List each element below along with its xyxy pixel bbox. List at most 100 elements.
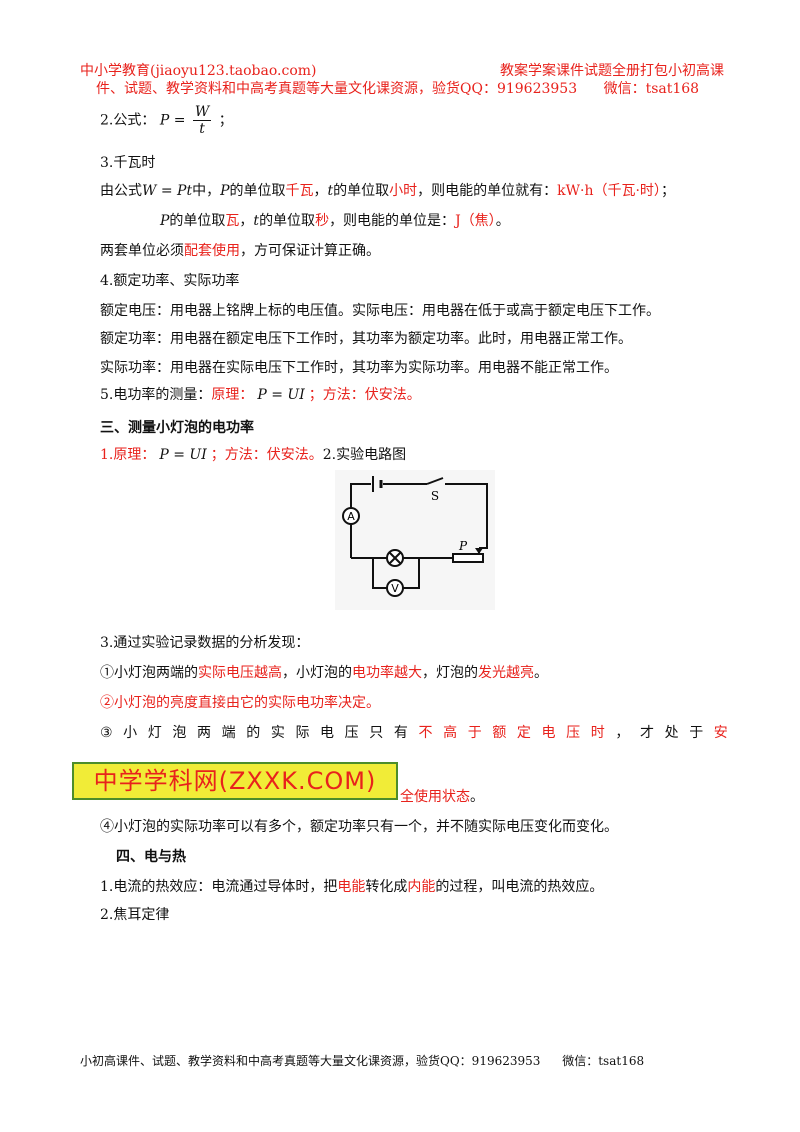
y2: 实际电压越高 (198, 665, 282, 681)
kwh-line2: P的单位取瓦，t的单位取秒，则电能的单位是：J（焦）。 (160, 212, 510, 230)
a3-red-char: 于 (467, 725, 482, 741)
u1: P (160, 213, 170, 229)
section4-line1: 1.电流的热效应：电流通过导体时，把电能转化成内能的过程，叫电流的热效应。 (100, 878, 603, 896)
s4: 内能 (407, 879, 436, 895)
switch-label: S (431, 489, 439, 503)
a3-red-char: 压 (566, 725, 581, 741)
a3-char: ③ (100, 725, 113, 741)
ammeter-circle (342, 507, 360, 525)
analysis-4: ④小灯泡的实际功率可以有多个，额定功率只有一个，并不随实际电压变化而变化。 (100, 819, 618, 835)
t4: P (220, 183, 230, 199)
a3-char: 有 (393, 725, 408, 741)
formula-tail: ； (218, 112, 233, 129)
w1: 5.电功率的测量： (100, 387, 212, 403)
t13: ； (660, 183, 675, 199)
x4: 2.实验电路图 (322, 447, 407, 463)
formula-numerator: W (192, 104, 212, 121)
header-line2-text: 件、试题、教学资料和中高考真题等大量文化课资源，验货QQ：919623953 (96, 81, 578, 97)
w4: ；方法：伏安法。 (308, 387, 421, 403)
kwh-line1: 由公式W = Pt中，P的单位取千瓦，t的单位取小时，则电能的单位就有：kW·h… (100, 182, 675, 200)
lamp-cross-b (388, 551, 402, 565)
a3-char: 压 (344, 725, 359, 741)
a3-red-char: 高 (443, 725, 458, 741)
a3-char: 电 (320, 725, 335, 741)
a3-tail-char: 处 (664, 725, 679, 741)
t8: t (327, 183, 334, 199)
analysis-heading: 3.通过实验记录数据的分析发现： (100, 635, 310, 651)
analysis-2: ②小灯泡的亮度直接由它的实际电功率决定。 (100, 695, 380, 711)
v1: 两套单位必须 (100, 243, 184, 259)
rated-p1: 额定电压：用电器上铭牌上标的电压值。实际电压：用电器在低于或高于额定电压下工作。 (100, 303, 660, 319)
section3-line1: 1.原理：P = UI；方法：伏安法。2.实验电路图 (100, 446, 406, 464)
ammeter-label: A (347, 510, 355, 523)
u2: 的单位取 (169, 213, 226, 229)
u8: ，则电能的单位是： (329, 213, 456, 229)
wire-volt-left (372, 558, 387, 589)
formula-fraction: W t (192, 104, 212, 137)
a3-char: 泡 (172, 725, 187, 741)
x1: 1.原理： (100, 447, 156, 463)
header-wechat: 微信：tsat168 (603, 81, 700, 97)
u6: 的单位取 (259, 213, 316, 229)
t12: kW·h（千瓦·时） (557, 183, 661, 199)
y4: 电功率越大 (352, 665, 422, 681)
formula-eq: = (173, 112, 186, 129)
t6: 千瓦 (285, 183, 314, 199)
header-line2: 件、试题、教学资料和中高考真题等大量文化课资源，验货QQ：919623953 微… (96, 78, 699, 98)
s1: 1.电流的热效应：电流通过导体时，把 (100, 879, 338, 895)
t3: 中， (192, 183, 221, 199)
analysis-1: ①小灯泡两端的实际电压越高，小灯泡的电功率越大，灯泡的发光越亮。 (100, 664, 548, 682)
v2: 配套使用 (184, 243, 240, 259)
a3-tail-char: 才 (639, 725, 654, 741)
rated-p4: 5.电功率的测量：原理：P = UI；方法：伏安法。 (100, 386, 421, 404)
formula-lhs: P (159, 112, 170, 129)
section4-line2: 2.焦耳定律 (100, 907, 170, 923)
formula-line: 2.公式： P = W t ； (100, 104, 233, 137)
circuit-bg (335, 470, 495, 610)
t7: ， (313, 183, 328, 199)
a3-red-end: 安 (713, 725, 728, 741)
y5: ，灯泡的 (422, 665, 478, 681)
a3-char: 只 (369, 725, 384, 741)
z2: 。 (470, 789, 484, 805)
t2: W = Pt (142, 183, 193, 199)
wire-left-top (350, 483, 371, 558)
footer-wechat: 微信：tsat168 (562, 1054, 645, 1068)
u4: ， (239, 213, 254, 229)
u10: 。 (495, 213, 510, 229)
a3-red-char: 定 (516, 725, 531, 741)
wire-volt-right (403, 558, 420, 589)
header-right: 教案学案课件试题全册打包小初高课 (500, 63, 724, 79)
a3-red-char: 时 (590, 725, 605, 741)
x3: ；方法：伏安法。 (210, 447, 323, 463)
rheostat (452, 553, 484, 563)
a3-char: 端 (221, 725, 236, 741)
rated-p2: 额定功率：用电器在额定电压下工作时，其功率为额定功率。此时，用电器正常工作。 (100, 331, 632, 347)
kwh-line3: 两套单位必须配套使用，方可保证计算正确。 (100, 242, 380, 260)
slider-arrow (475, 548, 483, 554)
kwh-heading: 3.千瓦时 (100, 155, 156, 171)
t11: ，则电能的单位就有： (417, 183, 558, 199)
w3: P = UI (257, 387, 305, 403)
a3-char: 的 (246, 725, 261, 741)
a3-char: 际 (295, 725, 310, 741)
t5: 的单位取 (229, 183, 286, 199)
rated-p3: 实际功率：用电器在实际电压下工作时，其功率为实际功率。用电器不能正常工作。 (100, 360, 618, 376)
x2: P = UI (159, 447, 207, 463)
s5: 的过程，叫电流的热效应。 (435, 879, 604, 895)
z1: 全使用状态 (400, 789, 470, 805)
t10: 小时 (389, 183, 418, 199)
a3-char: 实 (270, 725, 285, 741)
y7: 。 (534, 665, 548, 681)
formula-label: 2.公式： (100, 112, 156, 129)
a3-tail-char: ， (615, 725, 630, 741)
section4-title: 四、电与热 (116, 849, 186, 865)
y1: ①小灯泡两端的 (100, 665, 198, 681)
voltmeter-label: V (391, 582, 399, 595)
a3-char: 小 (123, 725, 138, 741)
y6: 发光越亮 (478, 665, 534, 681)
a3-char: 灯 (147, 725, 162, 741)
analysis-3-cont: 全使用状态。 (400, 788, 484, 806)
formula-denominator: t (199, 121, 205, 137)
